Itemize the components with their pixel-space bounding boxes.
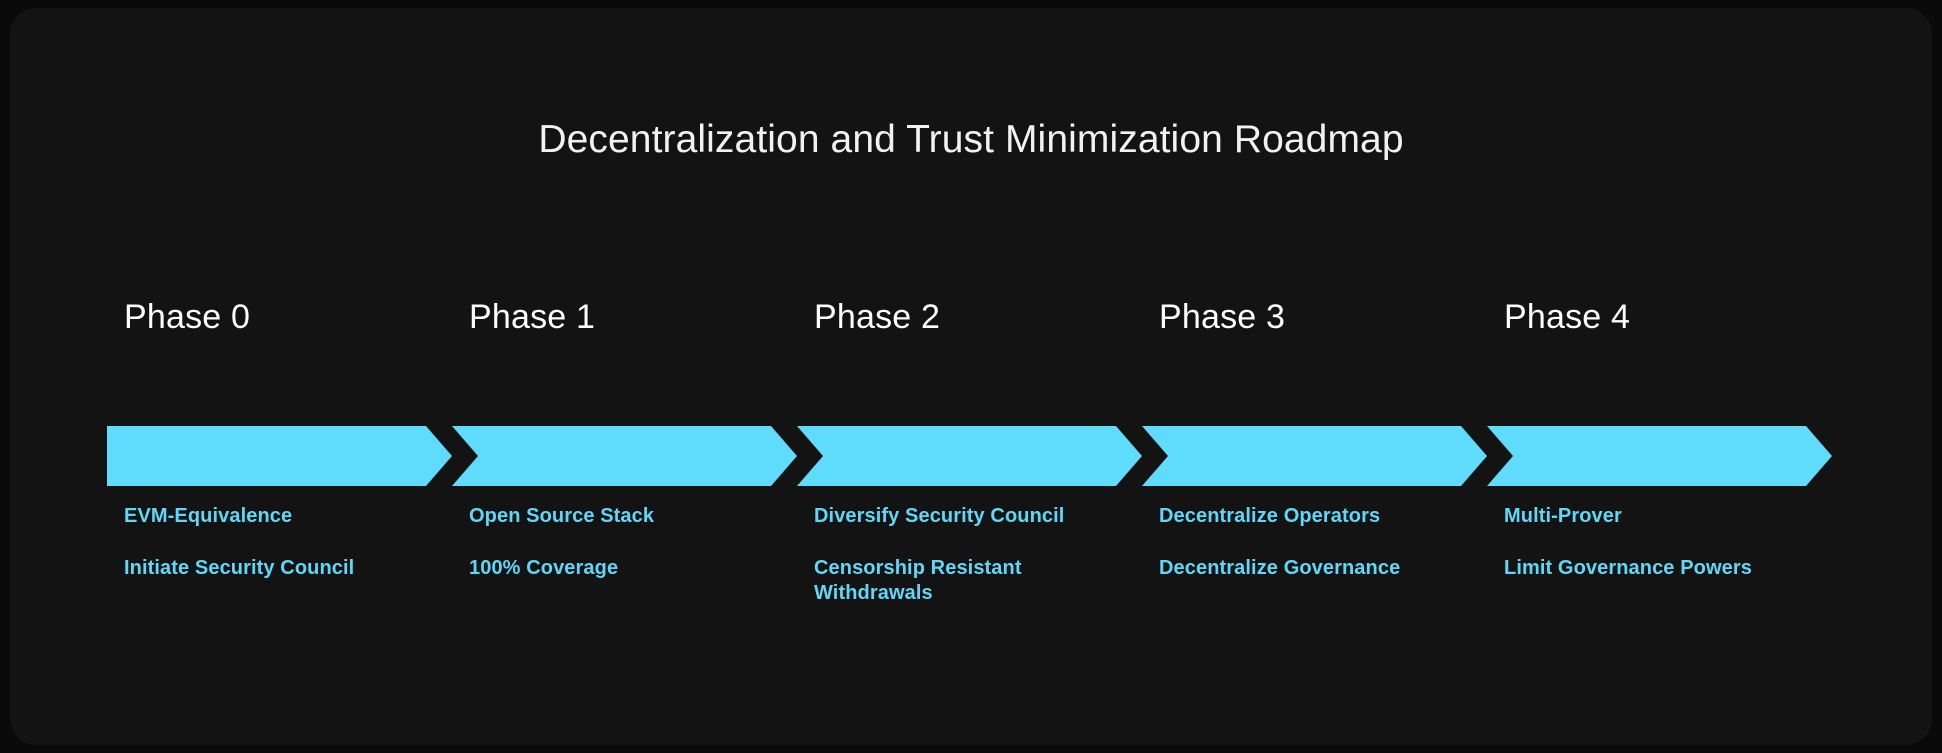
phase-item: Decentralize Governance	[1159, 556, 1401, 579]
chevron-segment-phase-1	[452, 426, 797, 486]
phase-items-0: EVM-Equivalence Initiate Security Counci…	[124, 504, 450, 581]
phase-item: Open Source Stack	[469, 505, 655, 527]
phase-item: Decentralize Operators	[1159, 505, 1381, 527]
phase-heading-4: Phase 4	[1504, 298, 1631, 336]
phase-heading-2: Phase 2	[814, 298, 941, 336]
phase-heading-3: Phase 3	[1159, 298, 1286, 336]
roadmap-panel: Decentralization and Trust Minimization …	[10, 8, 1932, 745]
phase-item: Diversify Security Council	[814, 505, 1065, 527]
phase-column-2: Phase 2 Diversify Security Council Censo…	[797, 298, 1142, 638]
phase-items-3: Decentralize Operators Decentralize Gove…	[1159, 504, 1485, 581]
phase-items-1: Open Source Stack 100% Coverage	[469, 504, 795, 581]
chevron-progress-bar	[107, 426, 1832, 486]
chevron-segment-phase-4	[1487, 426, 1832, 486]
phase-items-4: Multi-Prover Limit Governance Powers	[1504, 504, 1830, 581]
phase-item: Censorship Resistant Withdrawals	[814, 556, 1022, 605]
chevron-segment-phase-2	[797, 426, 1142, 486]
phase-item: EVM-Equivalence	[124, 505, 293, 527]
phase-item: Multi-Prover	[1504, 505, 1622, 527]
phase-column-1: Phase 1 Open Source Stack 100% Coverage	[452, 298, 797, 638]
chevron-segment-phase-0	[107, 426, 452, 486]
phase-column-3: Phase 3 Decentralize Operators Decentral…	[1142, 298, 1487, 638]
phase-heading-1: Phase 1	[469, 298, 596, 336]
phase-item: Initiate Security Council	[124, 556, 355, 579]
chevron-segment-phase-3	[1142, 426, 1487, 486]
phase-item: Limit Governance Powers	[1504, 556, 1752, 579]
phase-heading-0: Phase 0	[124, 298, 251, 336]
phase-column-0: Phase 0 EVM-Equivalence Initiate Securit…	[107, 298, 452, 638]
page-title: Decentralization and Trust Minimization …	[538, 118, 1404, 161]
phase-column-4: Phase 4 Multi-Prover Limit Governance Po…	[1487, 298, 1832, 638]
phases-row: Phase 0 EVM-Equivalence Initiate Securit…	[107, 298, 1832, 638]
phase-items-2: Diversify Security Council Censorship Re…	[814, 504, 1140, 607]
phase-item: 100% Coverage	[469, 556, 619, 579]
